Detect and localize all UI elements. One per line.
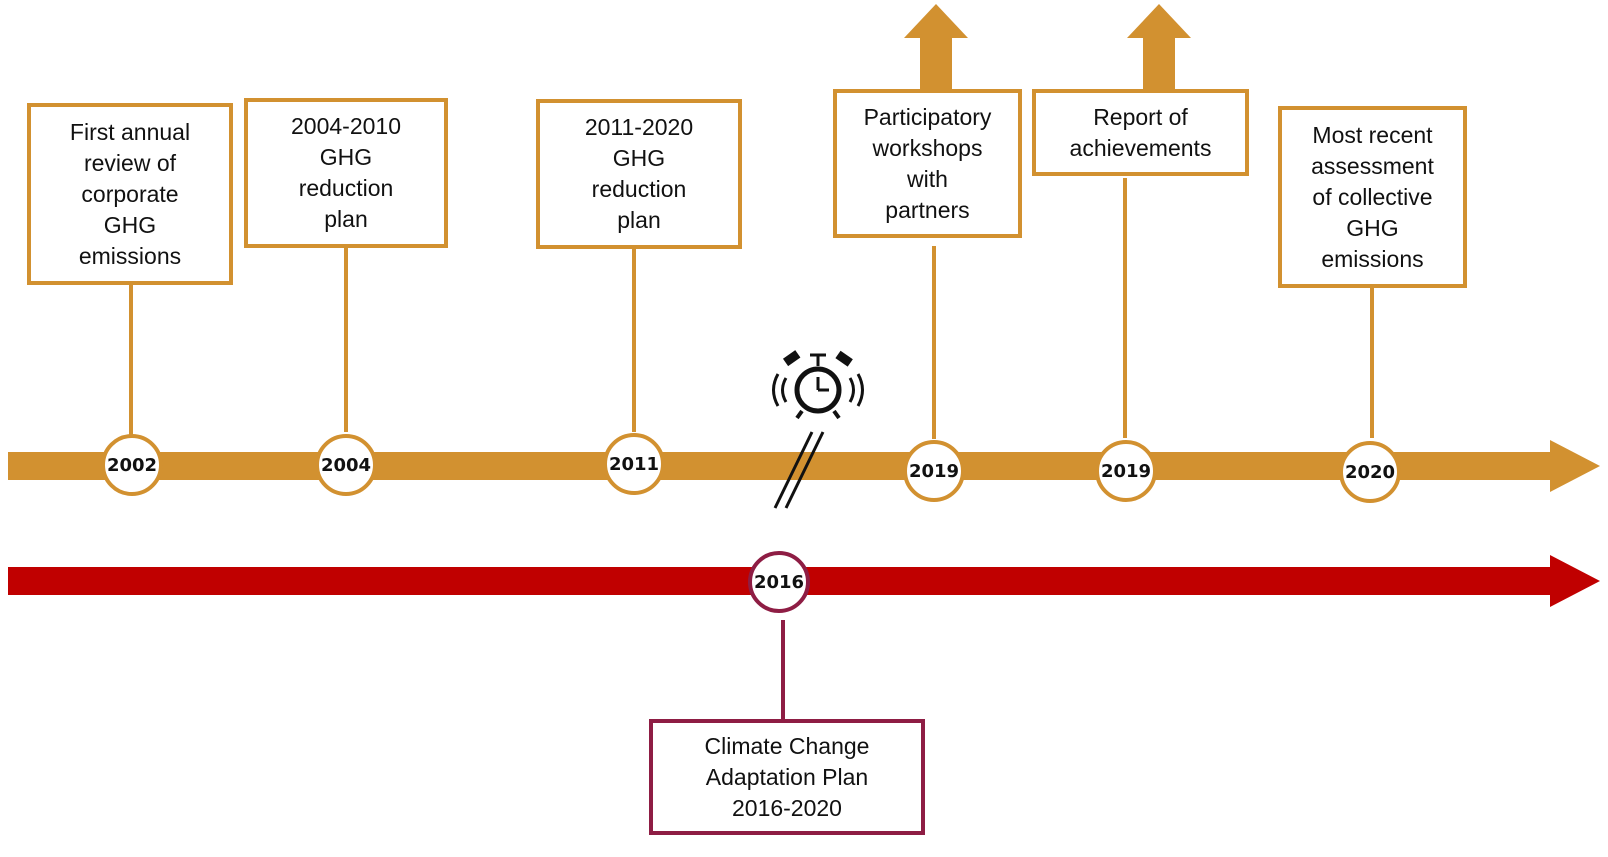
event-label: 2004-2010 GHG reduction plan <box>291 113 401 232</box>
event-label: First annual review of corporate GHG emi… <box>69 118 191 269</box>
up-arrow-icon <box>1127 4 1191 92</box>
event-box-2019-workshops: Participatory workshops with partners <box>833 89 1022 238</box>
year-label: 2004 <box>320 454 372 476</box>
year-marker-2002: 2002 <box>101 434 163 496</box>
event-box-2019-report: Report of achievements <box>1032 89 1249 176</box>
event-box-2016: Climate Change Adaptation Plan 2016-2020 <box>649 719 925 835</box>
corporate-timeline-arrowhead <box>1550 440 1600 492</box>
connector-2016 <box>781 620 785 724</box>
connector-2019-workshops <box>932 246 936 439</box>
year-marker-2019-workshops: 2019 <box>903 440 965 502</box>
event-label: Participatory workshops with partners <box>863 103 992 223</box>
up-arrow-icon <box>904 4 968 92</box>
year-marker-2016: 2016 <box>748 551 810 613</box>
event-box-2004: 2004-2010 GHG reduction plan <box>244 98 448 248</box>
alarm-clock-icon <box>772 350 864 420</box>
event-label: Most recent assessment of collective GHG… <box>1311 121 1434 272</box>
year-label: 2019 <box>908 460 960 482</box>
connector-2002 <box>129 283 133 438</box>
corporate-timeline-bar <box>8 452 1558 480</box>
event-box-2020: Most recent assessment of collective GHG… <box>1278 106 1467 288</box>
year-marker-2011: 2011 <box>603 433 665 495</box>
event-label: Climate Change Adaptation Plan 2016-2020 <box>704 732 870 821</box>
year-marker-2020: 2020 <box>1339 441 1401 503</box>
event-label: 2011-2020 GHG reduction plan <box>584 114 694 233</box>
year-label: 2019 <box>1100 460 1152 482</box>
adaptation-timeline-arrowhead <box>1550 555 1600 607</box>
year-marker-2004: 2004 <box>315 434 377 496</box>
timeline-break-icon <box>773 431 825 509</box>
connector-2011 <box>632 247 636 432</box>
connector-2004 <box>344 247 348 432</box>
year-label: 2016 <box>753 571 805 593</box>
event-label: Report of achievements <box>1069 103 1212 161</box>
year-label: 2011 <box>608 453 660 475</box>
event-box-2011: 2011-2020 GHG reduction plan <box>536 99 742 249</box>
event-box-2002: First annual review of corporate GHG emi… <box>27 103 233 285</box>
year-label: 2002 <box>106 454 158 476</box>
year-marker-2019-report: 2019 <box>1095 440 1157 502</box>
connector-2020 <box>1370 286 1374 438</box>
connector-2019-report <box>1123 178 1127 438</box>
year-label: 2020 <box>1344 461 1396 483</box>
